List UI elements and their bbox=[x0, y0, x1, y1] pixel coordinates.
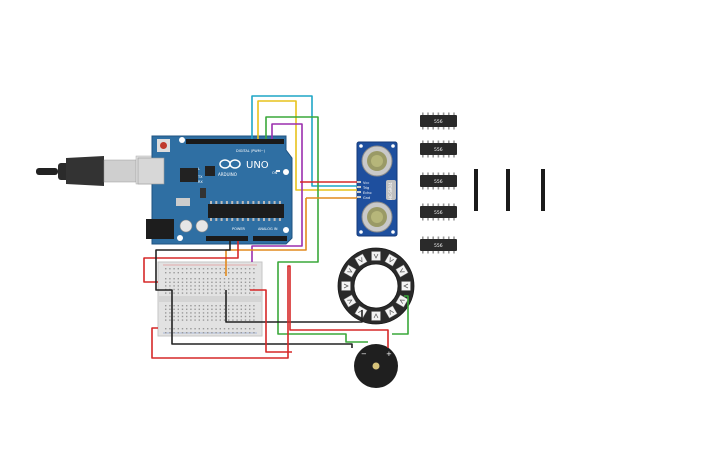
analog-header bbox=[253, 236, 287, 241]
wire-yellow[interactable] bbox=[257, 100, 357, 191]
transducer-icon bbox=[361, 145, 393, 177]
chip-label: 556 bbox=[434, 119, 443, 125]
pin-label-vcc: Vcc bbox=[363, 181, 369, 185]
breadboard[interactable] bbox=[157, 261, 263, 337]
analog-label: ANALOG IN bbox=[258, 227, 278, 231]
capacitor bbox=[195, 219, 209, 233]
digital-label: DIGITAL (PWM~) bbox=[236, 149, 266, 153]
wire-purple[interactable] bbox=[251, 123, 303, 262]
neopixel-led bbox=[341, 281, 351, 291]
timer-chip-556[interactable]: 556 bbox=[420, 203, 457, 221]
chip-label: 556 bbox=[434, 243, 443, 249]
wire-cyan[interactable] bbox=[251, 95, 357, 187]
piezo-buzzer[interactable]: − + bbox=[354, 344, 398, 388]
capacitor bbox=[179, 219, 193, 233]
neopixel-led bbox=[395, 294, 409, 308]
power-jack bbox=[146, 219, 174, 239]
timer-chip-556[interactable]: 556 bbox=[420, 140, 457, 158]
neopixel-led bbox=[343, 294, 357, 308]
neopixel-led bbox=[371, 251, 381, 261]
wire-red-ring[interactable] bbox=[250, 289, 292, 353]
neopixel-led bbox=[384, 305, 398, 319]
neopixel-led bbox=[395, 264, 409, 278]
wire-red-bottom[interactable] bbox=[151, 265, 389, 359]
pin-header[interactable] bbox=[506, 169, 510, 211]
neopixel-led bbox=[354, 253, 368, 267]
chip-label: 556 bbox=[434, 210, 443, 216]
neopixel-ring[interactable] bbox=[337, 247, 415, 325]
neopixel-led bbox=[343, 264, 357, 278]
tx-led-label: TX bbox=[197, 175, 203, 179]
pin-label-echo: Echo bbox=[363, 191, 372, 195]
timer-chips: 556 556 556 556 556 bbox=[420, 112, 457, 254]
pin-label-trig: Trig bbox=[362, 186, 369, 190]
pin-label-gnd: Gnd bbox=[363, 196, 370, 200]
chip-label: 556 bbox=[434, 147, 443, 153]
neopixel-led bbox=[401, 281, 411, 291]
on-led bbox=[276, 170, 280, 172]
timer-chip-556[interactable]: 556 bbox=[420, 172, 457, 190]
mount-hole bbox=[283, 169, 289, 175]
pin-header[interactable] bbox=[541, 169, 545, 211]
wire-green-top[interactable] bbox=[265, 116, 368, 343]
board-model-label: UNO bbox=[246, 160, 269, 171]
neopixel-led bbox=[384, 253, 398, 267]
power-label: POWER bbox=[232, 227, 246, 231]
arduino-uno-board[interactable]: UNO ARDUINO DIGITAL (PWM~) POWER ANALOG … bbox=[137, 135, 293, 245]
board-brand-label: ARDUINO bbox=[218, 172, 237, 177]
buzzer-plus-label: + bbox=[386, 350, 392, 358]
on-led-label: ON bbox=[272, 171, 278, 175]
buzzer-minus-label: − bbox=[361, 350, 367, 358]
breadboard-holes bbox=[165, 268, 255, 334]
mount-hole bbox=[177, 235, 183, 241]
digital-header bbox=[186, 139, 284, 144]
l-led-label: L bbox=[198, 167, 200, 171]
neopixel-led bbox=[371, 311, 381, 321]
mount-hole bbox=[283, 227, 289, 233]
arduino-logo-icon bbox=[219, 159, 241, 169]
rx-led-label: RX bbox=[198, 180, 203, 184]
transducer-icon bbox=[361, 201, 393, 233]
wire-green-ring[interactable] bbox=[392, 295, 409, 335]
chip-label: 556 bbox=[434, 179, 443, 185]
crystal bbox=[386, 180, 396, 200]
sensor-model-label: HC-SR04 bbox=[388, 182, 393, 200]
wire-orange-sensor[interactable] bbox=[225, 197, 357, 276]
timer-chip-556[interactable]: 556 bbox=[420, 236, 457, 254]
power-header bbox=[206, 236, 248, 241]
wire-black-ground[interactable] bbox=[155, 241, 353, 348]
timer-chip-556[interactable]: 556 bbox=[420, 112, 457, 130]
wire-red-power[interactable] bbox=[143, 241, 239, 283]
ultrasonic-sensor[interactable]: Vcc Trig Echo Gnd HC-SR04 bbox=[356, 141, 398, 237]
wires bbox=[143, 95, 409, 359]
atmega-chip bbox=[208, 204, 284, 218]
wire-black-ring[interactable] bbox=[225, 290, 363, 323]
mount-hole bbox=[179, 137, 185, 143]
pin-header[interactable] bbox=[474, 169, 478, 211]
usb-port bbox=[137, 157, 165, 185]
